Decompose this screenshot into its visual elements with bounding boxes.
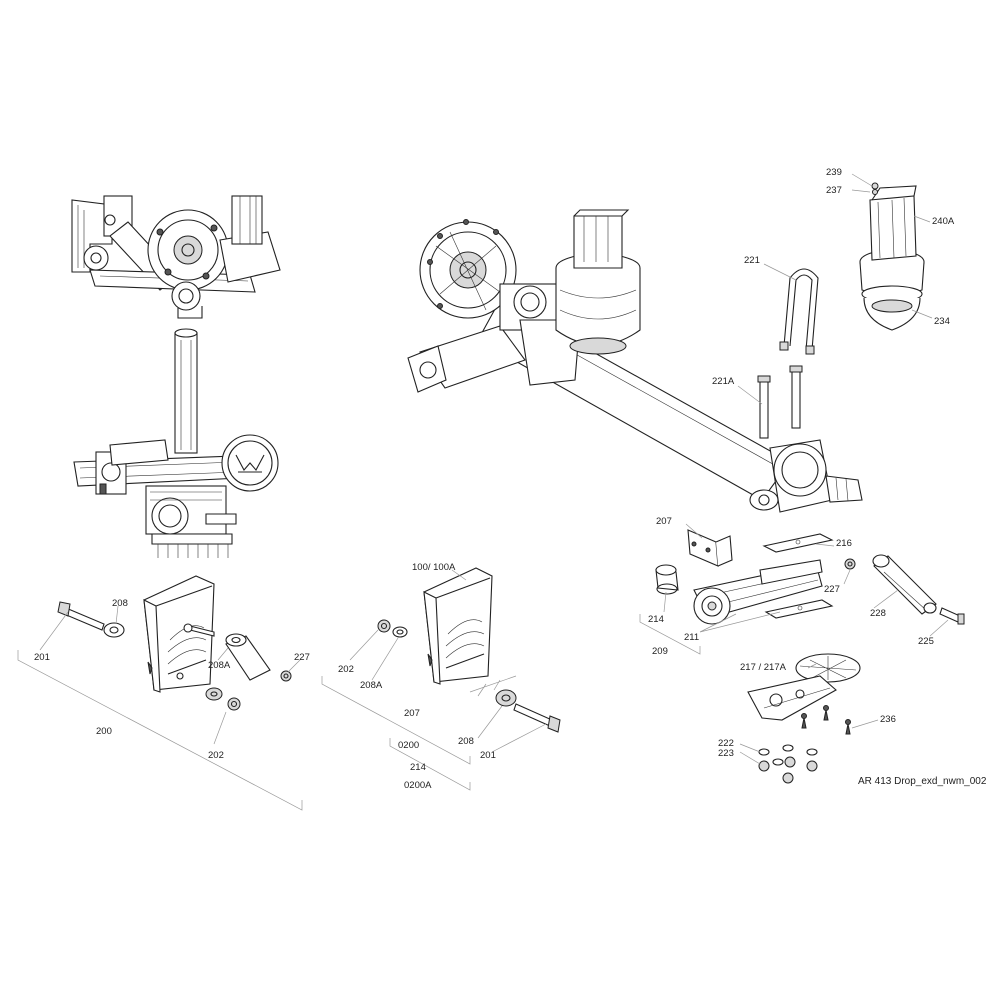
label-208a-left: 208A [208, 660, 231, 671]
group-bracket-lines [17, 614, 701, 811]
bracket-217 [747, 653, 861, 721]
leader-lines [39, 173, 949, 765]
nut-202-left [227, 697, 241, 711]
nuts-223 [758, 756, 818, 784]
washer-208-center [495, 689, 517, 707]
label-214-right: 214 [648, 614, 664, 625]
washer-208a-center [392, 626, 408, 638]
label-228: 228 [870, 608, 886, 619]
label-208-left: 208 [112, 598, 128, 609]
nut-202-center [377, 619, 391, 633]
axis-arrows [469, 675, 517, 697]
label-201-center: 201 [480, 750, 496, 761]
label-221a: 221A [712, 376, 735, 387]
label-236: 236 [880, 714, 896, 725]
nut-227-right [844, 558, 856, 570]
axle-assembly [407, 209, 863, 513]
label-207-center: 207 [404, 708, 420, 719]
label-211: 211 [684, 632, 699, 643]
washer-208a-left-small [205, 687, 223, 701]
air-spring-234 [859, 182, 925, 331]
label-202-center: 202 [338, 664, 354, 675]
trailing-arm-211 [693, 559, 823, 625]
axle-front-view [73, 328, 279, 558]
part-labels: 239 237 240A 234 221 221A 207 216 227 21… [34, 167, 955, 791]
pin-hanger-left [183, 623, 215, 637]
u-bolt-221 [779, 268, 819, 355]
bracket-207 [687, 529, 733, 567]
drawing-reference: AR 413 Drop_exd_nwm_002 [858, 776, 987, 787]
washers-222 [758, 744, 818, 766]
label-227-left: 227 [294, 652, 310, 663]
bushing-214 [655, 564, 679, 595]
nut-227-left [280, 670, 292, 682]
label-202-left: 202 [208, 750, 224, 761]
label-214-center: 214 [410, 762, 426, 773]
washer-208-left [103, 622, 125, 638]
hanger-100 [423, 567, 493, 685]
label-227-right: 227 [824, 584, 840, 595]
label-240a: 240A [932, 216, 955, 227]
label-201-left: 201 [34, 652, 50, 663]
label-217-217a: 217 / 217A [740, 662, 787, 673]
bolt-201-center [513, 703, 561, 733]
label-208a-center: 208A [360, 680, 383, 691]
label-209: 209 [652, 646, 668, 657]
label-0200a: 0200A [404, 780, 432, 791]
bolt-201-left [57, 601, 105, 631]
axle-side-view [71, 195, 281, 319]
label-221: 221 [744, 255, 760, 266]
label-225: 225 [918, 636, 934, 647]
label-200: 200 [96, 726, 112, 737]
bolt-221a [757, 365, 803, 439]
label-222: 222 [718, 738, 734, 749]
label-100-100a: 100/ 100A [412, 562, 456, 573]
label-216: 216 [836, 538, 852, 549]
label-223: 223 [718, 748, 734, 759]
label-237: 237 [826, 185, 842, 196]
label-239: 239 [826, 167, 842, 178]
label-207-right: 207 [656, 516, 672, 527]
label-234: 234 [934, 316, 950, 327]
hanger-200 [143, 575, 215, 693]
screws-236 [801, 705, 851, 735]
shock-absorber-228 [872, 554, 937, 615]
bushing-208a-left [225, 633, 271, 681]
label-208-center: 208 [458, 736, 474, 747]
label-0200: 0200 [398, 740, 419, 751]
plate-216 [762, 533, 834, 619]
bolt-225 [939, 607, 965, 625]
